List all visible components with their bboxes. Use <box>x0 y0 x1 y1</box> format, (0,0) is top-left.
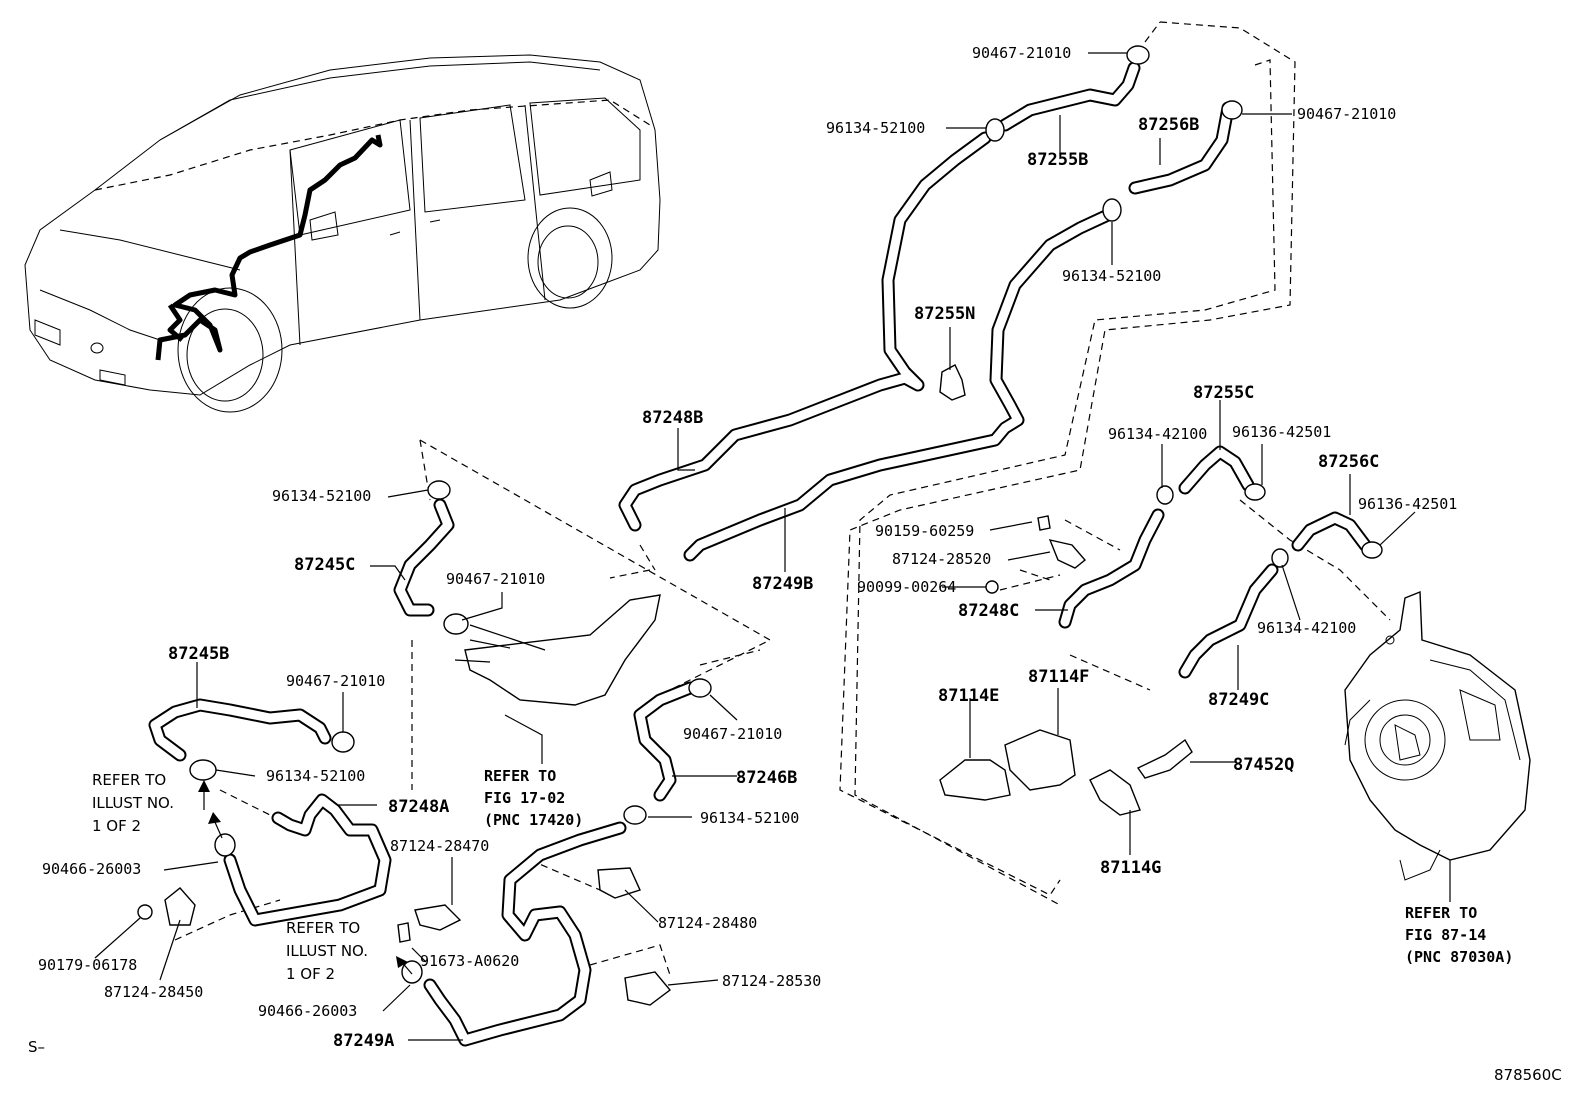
part-labels: 90467-21010 96134-52100 87255B 87256B 90… <box>38 44 1457 1051</box>
reference-note-line: REFER TO <box>286 919 360 937</box>
part-label: 90467-21010 <box>286 672 385 690</box>
part-label: 90466-26003 <box>258 1002 357 1020</box>
part-label: 87245C <box>294 555 355 575</box>
corner-mark: S– <box>28 1038 45 1056</box>
clip-icon <box>164 887 196 926</box>
bracket-icon <box>1089 769 1141 816</box>
part-label: 96134-52100 <box>266 767 365 785</box>
part-label: 87114E <box>938 686 999 706</box>
part-label: 90159-60259 <box>875 522 974 540</box>
clip-icon <box>414 904 462 931</box>
assembly-outlines <box>174 21 1391 976</box>
part-label: 87248C <box>958 601 1019 621</box>
part-label: 90467-21010 <box>446 570 545 588</box>
clip-icon <box>939 364 966 401</box>
part-label: 96134-52100 <box>700 809 799 827</box>
bracket-icon <box>939 759 1011 801</box>
reference-note-line: ILLUST NO. <box>92 794 174 812</box>
leader-lines <box>94 52 1451 1041</box>
reference-note-line: FIG 87-14 <box>1405 926 1486 944</box>
part-label: 87124-28470 <box>390 837 489 855</box>
part-label: 87452Q <box>1233 755 1294 775</box>
part-label: 87249A <box>333 1031 394 1051</box>
part-label: 87124-28520 <box>892 550 991 568</box>
part-label: 90467-21010 <box>1297 105 1396 123</box>
part-label: 87255C <box>1193 383 1254 403</box>
clip-icon <box>624 971 672 1006</box>
part-label: 96134-42100 <box>1257 619 1356 637</box>
part-label: 90099-00264 <box>857 578 956 596</box>
part-label: 87256C <box>1318 452 1379 472</box>
clamp-icon <box>1102 198 1122 222</box>
vehicle-illustration <box>24 54 661 413</box>
bracket-icon <box>1136 738 1193 779</box>
figure-code: 878560C <box>1494 1066 1562 1084</box>
part-label: 87256B <box>1138 115 1199 135</box>
clamp-icon <box>443 613 469 635</box>
part-label: 87114G <box>1100 858 1161 878</box>
heater-pipe-icon <box>464 594 661 706</box>
part-label: 91673-A0620 <box>420 952 519 970</box>
clamp-icon <box>985 118 1005 142</box>
bracket-icon <box>1004 729 1076 791</box>
clamp-icon <box>688 678 712 698</box>
reference-note-line: (PNC 87030A) <box>1405 948 1513 966</box>
reference-note-line: ILLUST NO. <box>286 942 368 960</box>
nut-icon <box>137 904 153 920</box>
part-label: 87249C <box>1208 690 1269 710</box>
clamp-icon <box>623 805 647 825</box>
part-label: 96136-42501 <box>1232 423 1331 441</box>
reference-note-line: 1 OF 2 <box>92 817 141 835</box>
clamp-icon <box>1271 548 1289 568</box>
part-label: 87249B <box>752 574 813 594</box>
clamp-icon <box>214 833 236 857</box>
nut-icon <box>985 580 999 594</box>
reference-note-line: REFER TO <box>92 771 166 789</box>
clip-icon <box>1048 539 1087 569</box>
part-label: 87124-28480 <box>658 914 757 932</box>
reference-note-line: (PNC 17420) <box>484 811 583 829</box>
part-label: 96134-52100 <box>826 119 925 137</box>
part-label: 90179-06178 <box>38 956 137 974</box>
part-label: 87248A <box>388 797 449 817</box>
part-label: 96134-52100 <box>272 487 371 505</box>
clamp-icon <box>189 759 217 781</box>
part-label: 87246B <box>736 768 797 788</box>
clamp-icon <box>331 731 355 753</box>
clamp-icon <box>427 480 451 500</box>
clamp-icon <box>1126 45 1150 65</box>
bolt-icon <box>1037 515 1051 531</box>
bolt-icon <box>397 922 411 943</box>
reference-note-line: 1 OF 2 <box>286 965 335 983</box>
part-label: 90466-26003 <box>42 860 141 878</box>
part-label: 87248B <box>642 408 703 428</box>
part-label: 87124-28450 <box>104 983 203 1001</box>
part-label: 87124-28530 <box>722 972 821 990</box>
part-label: 96134-52100 <box>1062 267 1161 285</box>
reference-note-line: REFER TO <box>484 767 556 785</box>
part-label: 87245B <box>168 644 229 664</box>
part-label: 90467-21010 <box>683 725 782 743</box>
clamp-icon <box>1361 541 1383 559</box>
part-label: 90467-21010 <box>972 44 1071 62</box>
hoses <box>148 61 1372 1047</box>
reference-note-line: REFER TO <box>1405 904 1477 922</box>
clamp-icon <box>1156 485 1174 505</box>
clip-icon <box>597 867 641 899</box>
reference-note-line: FIG 17-02 <box>484 789 565 807</box>
part-label: 87255N <box>914 304 975 324</box>
reference-notes: REFER TO ILLUST NO. 1 OF 2 REFER TO ILLU… <box>92 767 1513 983</box>
rear-heater-unit <box>1344 590 1531 881</box>
part-label: 96134-42100 <box>1108 425 1207 443</box>
clamp-icon <box>1221 100 1243 120</box>
part-label: 87255B <box>1027 150 1088 170</box>
clamp-icon <box>1244 483 1266 501</box>
part-label: 87114F <box>1028 667 1089 687</box>
clamp-icon <box>401 960 423 984</box>
clamps-and-clips <box>137 45 1383 1006</box>
part-label: 96136-42501 <box>1358 495 1457 513</box>
